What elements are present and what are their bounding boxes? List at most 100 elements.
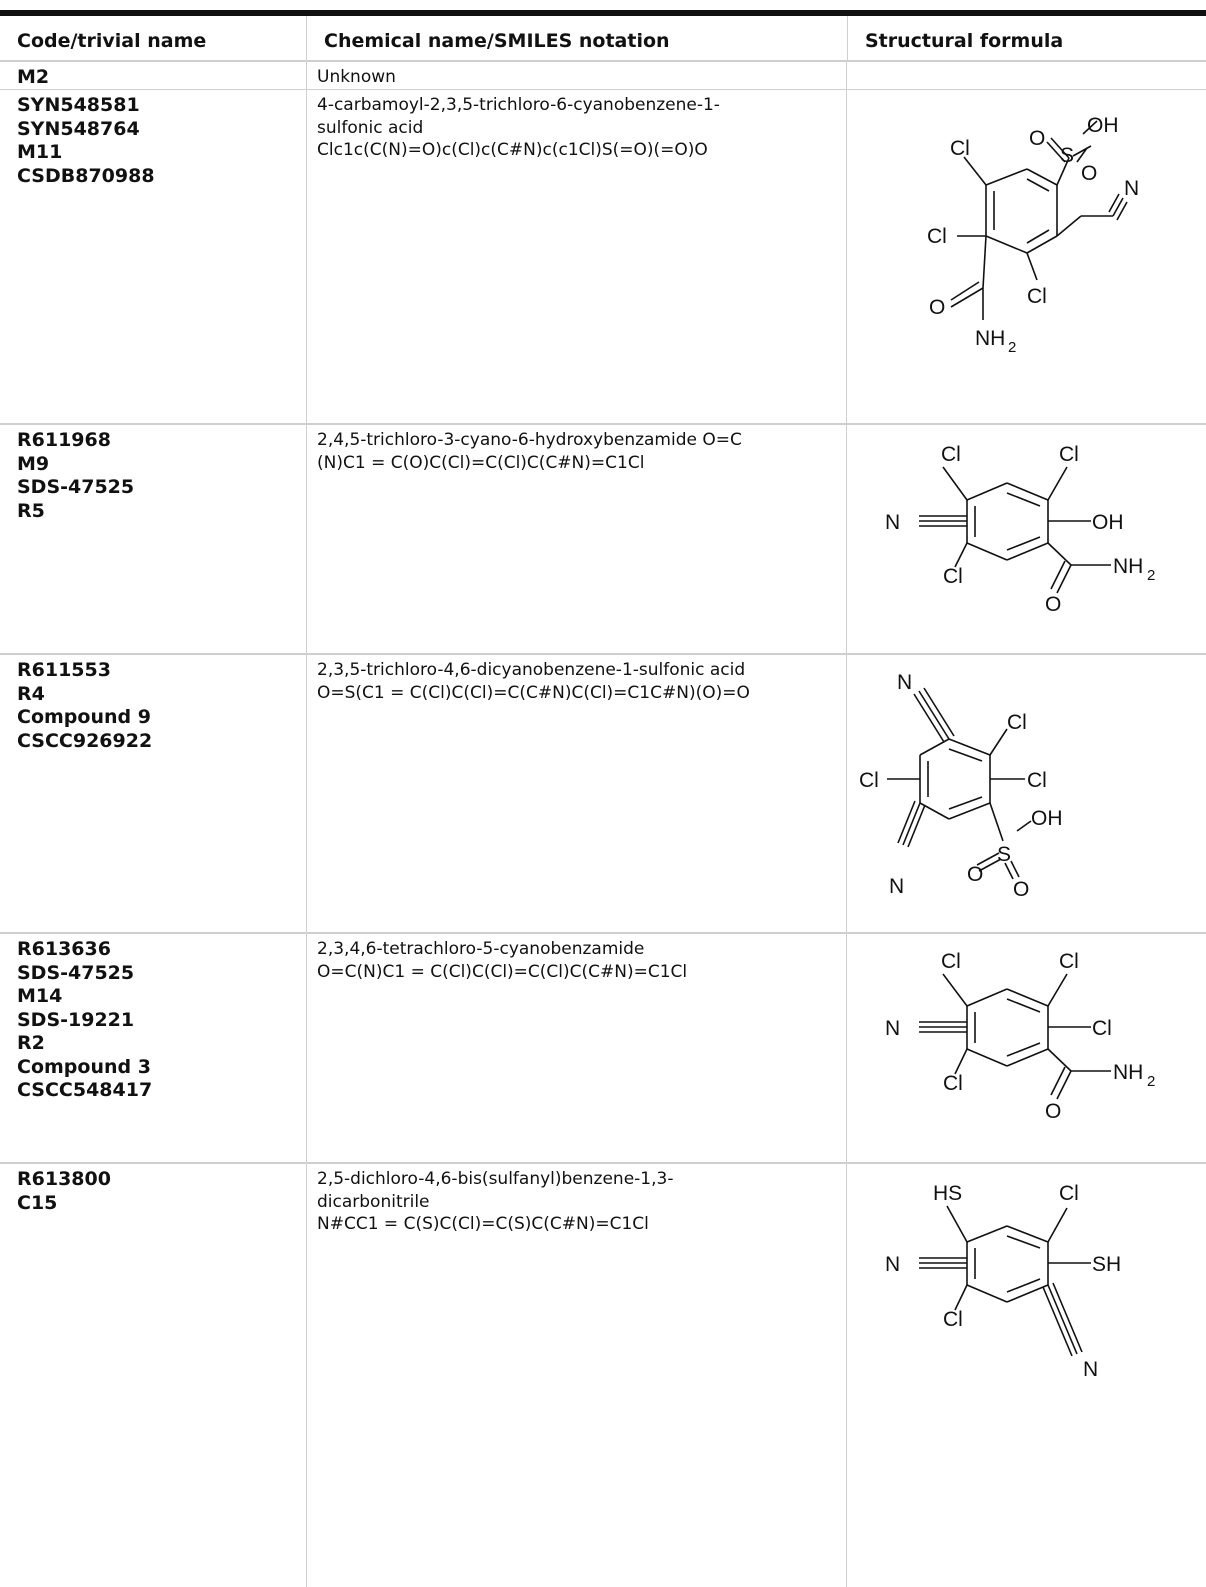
- code-name: SYN548764: [17, 117, 140, 140]
- structure-cell: Cl Cl N OH Cl NH 2 O: [847, 425, 1206, 653]
- code-name: R4: [17, 682, 45, 705]
- table-row: SYN548581 SYN548764 M11 CSDB870988 4-car…: [0, 90, 1206, 425]
- atom-label: Cl: [950, 137, 970, 160]
- atom-label: N: [1124, 177, 1139, 200]
- atom-label: Cl: [943, 1072, 963, 1095]
- smiles-line: (N)C1 = C(O)C(Cl)=C(Cl)C(C#N)=C1Cl: [317, 452, 645, 473]
- atom-label: HS: [933, 1182, 962, 1205]
- atom-label: N: [885, 1017, 900, 1040]
- code-name: R613636: [17, 938, 111, 960]
- atom-label: OH: [1087, 114, 1119, 137]
- chemical-line: 2,3,4,6-tetrachloro-5-cyanobenzamide: [317, 939, 645, 959]
- code-name: SDS-47525: [17, 961, 135, 984]
- atom-label: O: [1045, 593, 1061, 616]
- benzene-ring: [966, 482, 1049, 561]
- structural-formula: N Cl Cl Cl S OH O O N: [859, 671, 1063, 901]
- structural-formula: Cl Cl N Cl Cl NH 2 O: [885, 950, 1155, 1123]
- structure-cell: Cl O S OH O N Cl Cl O NH 2: [847, 90, 1206, 423]
- table-row: R611968 M9 SDS-47525 R5 2,4,5-trichloro-…: [0, 425, 1206, 655]
- atom-label: N: [1083, 1358, 1098, 1381]
- code-cell: SYN548581 SYN548764 M11 CSDB870988: [0, 90, 306, 423]
- atom-label: N: [885, 511, 900, 534]
- code-name: CSCC926922: [17, 729, 153, 752]
- chemical-cell: 2,3,5-trichloro-4,6-dicyanobenzene-1-sul…: [306, 655, 847, 932]
- code-cell: R613800 C15: [0, 1164, 306, 1587]
- code-name: R613800: [17, 1168, 111, 1190]
- benzene-ring: [966, 1225, 1049, 1303]
- code-name: SDS-19221: [17, 1008, 135, 1031]
- chemical-cell: 4-carbamoyl-2,3,5-trichloro-6-cyanobenze…: [306, 90, 847, 423]
- atom-label: Cl: [941, 443, 961, 466]
- code-name: R611968: [17, 429, 111, 451]
- atom-label: OH: [1092, 511, 1124, 534]
- chemical-line: 4-carbamoyl-2,3,5-trichloro-6-cyanobenze…: [317, 95, 720, 115]
- atom-label: Cl: [1027, 285, 1047, 308]
- chemical-line: Unknown: [317, 67, 396, 87]
- structure-cell: Cl Cl N Cl Cl NH 2 O: [847, 934, 1206, 1162]
- code-name: C15: [17, 1191, 58, 1214]
- table-header: Code/trivial name Chemical name/SMILES n…: [0, 16, 1206, 62]
- table-row: M2 Unknown: [0, 62, 1206, 90]
- code-name: SYN548581: [17, 94, 140, 116]
- chemical-line: 2,3,5-trichloro-4,6-dicyanobenzene-1-sul…: [317, 660, 746, 680]
- atom-label: NH: [975, 327, 1005, 350]
- table-row: R613800 C15 2,5-dichloro-4,6-bis(sulfany…: [0, 1164, 1206, 1587]
- structural-formula: Cl Cl N OH Cl NH 2 O: [885, 443, 1155, 616]
- atom-label: NH: [1113, 555, 1143, 578]
- code-name: Compound 9: [17, 706, 151, 728]
- chemical-cell: 2,5-dichloro-4,6-bis(sulfanyl)benzene-1,…: [306, 1164, 847, 1587]
- structure-cell: [847, 62, 1206, 89]
- structural-formula: Cl O S OH O N Cl Cl O NH 2: [927, 114, 1139, 356]
- atom-label: Cl: [1007, 711, 1027, 734]
- structural-formula: HS Cl N SH Cl N: [885, 1182, 1121, 1381]
- benzene-ring: [985, 168, 1058, 254]
- chemical-line: dicarbonitrile: [317, 1191, 430, 1212]
- atom-label: N: [897, 671, 912, 694]
- benzene-ring: [919, 738, 991, 820]
- substituent-bonds: [887, 687, 1032, 880]
- atom-label: Cl: [943, 565, 963, 588]
- atom-label: O: [1081, 162, 1097, 185]
- substituent-bonds: [950, 120, 1128, 320]
- chemical-line: 2,5-dichloro-4,6-bis(sulfanyl)benzene-1,…: [317, 1169, 674, 1189]
- atom-label: Cl: [1059, 443, 1079, 466]
- chemical-line: 2,4,5-trichloro-3-cyano-6-hydroxybenzami…: [317, 430, 742, 450]
- code-name: M14: [17, 985, 63, 1007]
- substituent-bonds: [919, 973, 1111, 1100]
- table-top-rule: [0, 10, 1206, 16]
- atom-label: O: [929, 296, 945, 319]
- header-code: Code/trivial name: [17, 30, 207, 52]
- structure-cell: N Cl Cl Cl S OH O O N: [847, 655, 1206, 932]
- chemical-line: sulfonic acid: [317, 117, 424, 138]
- table-row: R611553 R4 Compound 9 CSCC926922 2,3,5-t…: [0, 655, 1206, 934]
- code-name: R611553: [17, 659, 111, 681]
- atom-label: Cl: [1027, 769, 1047, 792]
- substituent-bonds: [919, 1205, 1091, 1357]
- atom-label: O: [1013, 878, 1029, 901]
- code-cell: R611968 M9 SDS-47525 R5: [0, 425, 306, 653]
- code-name: R2: [17, 1032, 45, 1054]
- code-cell: R611553 R4 Compound 9 CSCC926922: [0, 655, 306, 932]
- atom-label: N: [889, 875, 904, 898]
- code-name: SDS-47525: [17, 476, 135, 498]
- atom-label: N: [885, 1253, 900, 1276]
- code-name: CSDB870988: [17, 164, 155, 187]
- smiles-line: N#CC1 = C(S)C(Cl)=C(S)C(C#N)=C1Cl: [317, 1214, 649, 1234]
- atom-label: S: [1060, 144, 1074, 167]
- code-name: R5: [17, 499, 45, 522]
- smiles-line: O=S(C1 = C(Cl)C(Cl)=C(C#N)C(Cl)=C1C#N)(O…: [317, 682, 750, 703]
- code-name: Compound 3: [17, 1055, 151, 1078]
- smiles-line: O=C(N)C1 = C(Cl)C(Cl)=C(Cl)C(C#N)=C1Cl: [317, 961, 688, 982]
- header-structure: Structural formula: [847, 16, 1206, 60]
- structure-cell: HS Cl N SH Cl N: [847, 1164, 1206, 1587]
- code-name: M2: [17, 66, 50, 88]
- chemical-cell: Unknown: [306, 62, 847, 89]
- atom-subscript: 2: [1147, 1073, 1155, 1090]
- code-name: M11: [17, 141, 63, 163]
- smiles-line: Clc1c(C(N)=O)c(Cl)c(C#N)c(c1Cl)S(=O)(=O)…: [317, 140, 708, 160]
- atom-label: NH: [1113, 1061, 1143, 1084]
- code-cell: M2: [0, 62, 306, 89]
- atom-label: Cl: [941, 950, 961, 973]
- atom-label: OH: [1031, 807, 1063, 830]
- atom-label: S: [997, 843, 1011, 866]
